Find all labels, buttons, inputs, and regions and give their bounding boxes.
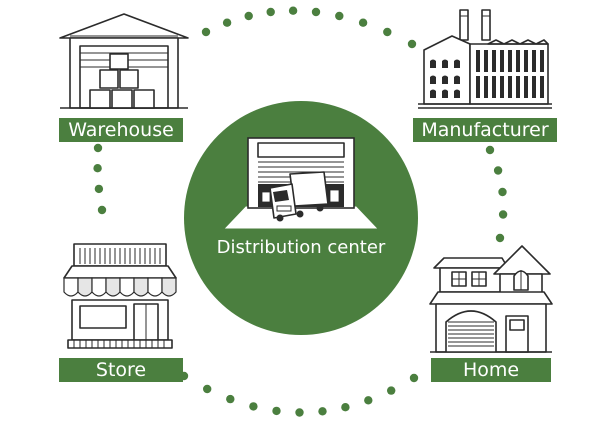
connector-dot	[93, 143, 103, 153]
connector-dot	[94, 184, 104, 194]
connector-dot	[318, 407, 327, 416]
connector-dot	[341, 403, 350, 412]
home-icon	[429, 245, 553, 353]
home-label: Home	[431, 358, 551, 382]
connector-dot	[201, 27, 211, 37]
connector-dot	[266, 7, 275, 17]
connector-dot	[358, 18, 368, 27]
connector-dot	[249, 402, 258, 411]
connector-dot	[97, 205, 107, 215]
manufacturer-label: Manufacturer	[413, 118, 557, 142]
connector-dot	[493, 166, 503, 175]
connector-dot	[311, 7, 321, 17]
connector-dot	[222, 18, 232, 27]
store-icon	[63, 243, 177, 349]
connector-dot	[498, 210, 508, 219]
connector-dot	[272, 406, 281, 416]
manufacturer-icon	[418, 9, 552, 109]
connector-dot	[495, 233, 505, 243]
connector-dot	[383, 27, 392, 37]
connector-dot	[226, 394, 235, 404]
connector-dot	[288, 6, 298, 15]
connector-dot	[244, 11, 253, 21]
connector-dot	[295, 408, 304, 417]
connector-dot	[203, 384, 212, 394]
connector-dot	[364, 396, 373, 405]
warehouse-label: Warehouse	[59, 118, 183, 142]
distribution-center-icon	[224, 137, 378, 229]
connector-dot	[498, 187, 507, 197]
connector-dot	[387, 386, 396, 395]
connector-dot	[335, 11, 344, 21]
connector-dot	[409, 373, 419, 383]
dotted-connector-ring	[93, 6, 508, 417]
connector-dot	[407, 39, 417, 49]
connector-dot	[93, 164, 102, 173]
distribution-center-label: Distribution center	[216, 237, 386, 258]
warehouse-icon	[59, 13, 189, 109]
connector-dot	[485, 145, 495, 155]
store-label: Store	[59, 358, 183, 382]
